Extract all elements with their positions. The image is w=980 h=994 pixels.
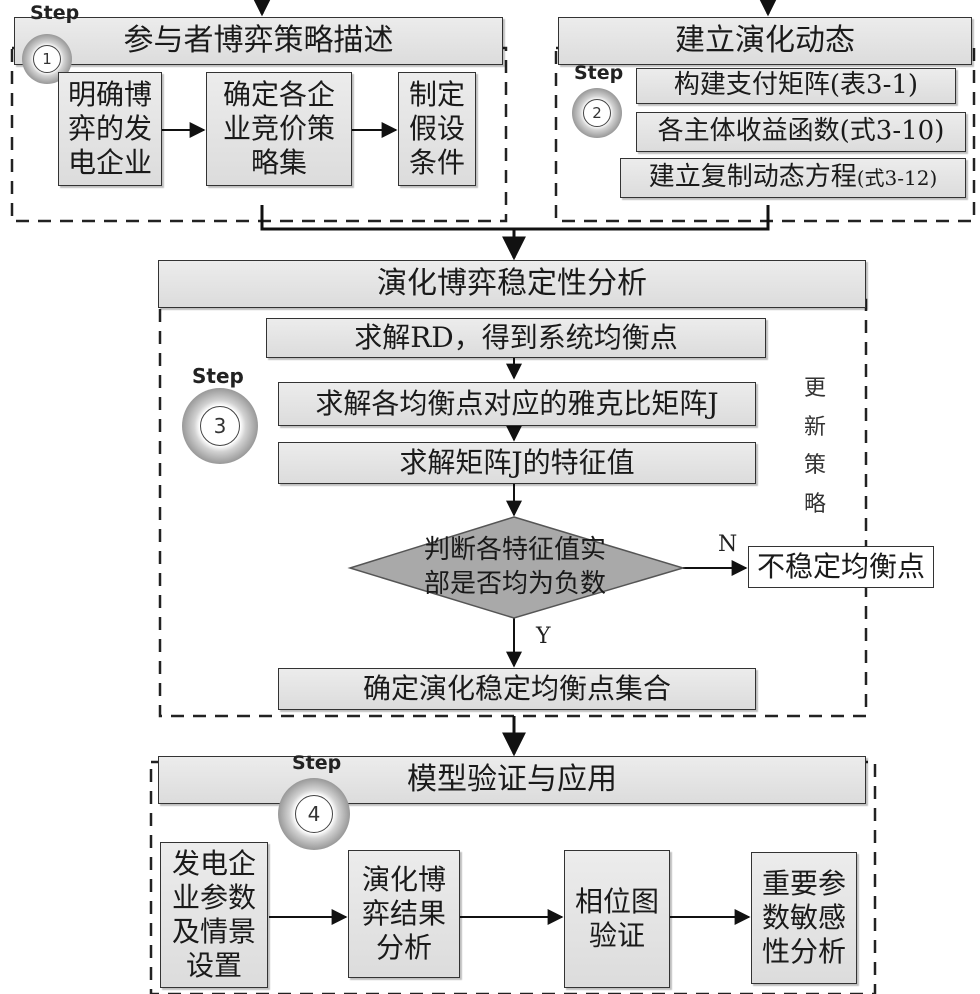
section2-title-text: 建立演化动态: [675, 22, 855, 58]
section2-title: 建立演化动态: [558, 17, 972, 65]
step3-label: Step: [192, 364, 244, 388]
section3-unstable-point: 不稳定均衡点: [748, 546, 934, 588]
step2-label: Step: [574, 62, 624, 84]
section4-box-sensitivity: 重要参 数敏感 性分析: [751, 852, 857, 984]
step1-number: 1: [33, 45, 61, 73]
step3-badge: 3: [182, 388, 258, 464]
decision-yes-label: Y: [536, 624, 551, 649]
section4-box-parameters: 发电企 业参数 及情景 设置: [160, 842, 268, 988]
step3-number: 3: [200, 406, 240, 446]
decision-text: 判断各特征值实 部是否均为负数: [423, 535, 606, 599]
step4-badge: 4: [278, 778, 350, 850]
section4-title: 模型验证与应用: [158, 756, 866, 804]
section2-item-replicator-dynamics: 建立复制动态方程(式3-12): [620, 158, 966, 198]
section2-item3-main: 建立复制动态方程: [648, 162, 857, 193]
step4-label: Step: [292, 752, 342, 774]
step4-number: 4: [295, 795, 333, 833]
section4-box-results: 演化博 弈结果 分析: [348, 850, 460, 978]
section2-item3-ref: (式3-12): [856, 165, 938, 190]
section3-title: 演化博弈稳定性分析: [158, 260, 866, 308]
decision-no-label: N: [718, 532, 738, 557]
section1-title: 参与者博弈策略描述: [14, 17, 503, 65]
section1-box-assumptions: 制定 假设 条件: [398, 72, 476, 186]
section4-title-text: 模型验证与应用: [407, 761, 617, 797]
section3-eigenvalues: 求解矩阵J的特征值: [278, 442, 756, 484]
section1-title-text: 参与者博弈策略描述: [123, 22, 394, 58]
section3-jacobian-matrix: 求解各均衡点对应的雅克比矩阵J: [278, 382, 756, 426]
section3-stable-set: 确定演化稳定均衡点集合: [278, 668, 756, 710]
section4-box-phase-diagram: 相位图 验证: [564, 850, 670, 988]
section3-update-strategy-note: 更 新 策 略: [803, 376, 826, 517]
section2-item-revenue-functions: 各主体收益函数(式3-10): [636, 112, 966, 152]
section2-item-payoff-matrix: 构建支付矩阵(表3-1): [636, 68, 956, 104]
section3-title-text: 演化博弈稳定性分析: [377, 265, 647, 301]
step2-number: 2: [583, 99, 611, 127]
step2-badge: 2: [572, 88, 622, 138]
step1-label: Step: [30, 2, 80, 24]
decision-diamond: [347, 516, 686, 619]
section3-solve-equilibria: 求解RD，得到系统均衡点: [266, 318, 766, 358]
section1-box-strategy-set: 确定各企 业竞价策 略集: [206, 72, 352, 186]
merge-line: [260, 205, 770, 231]
section1-box-identify-firms: 明确博 弈的发 电企业: [58, 72, 162, 186]
